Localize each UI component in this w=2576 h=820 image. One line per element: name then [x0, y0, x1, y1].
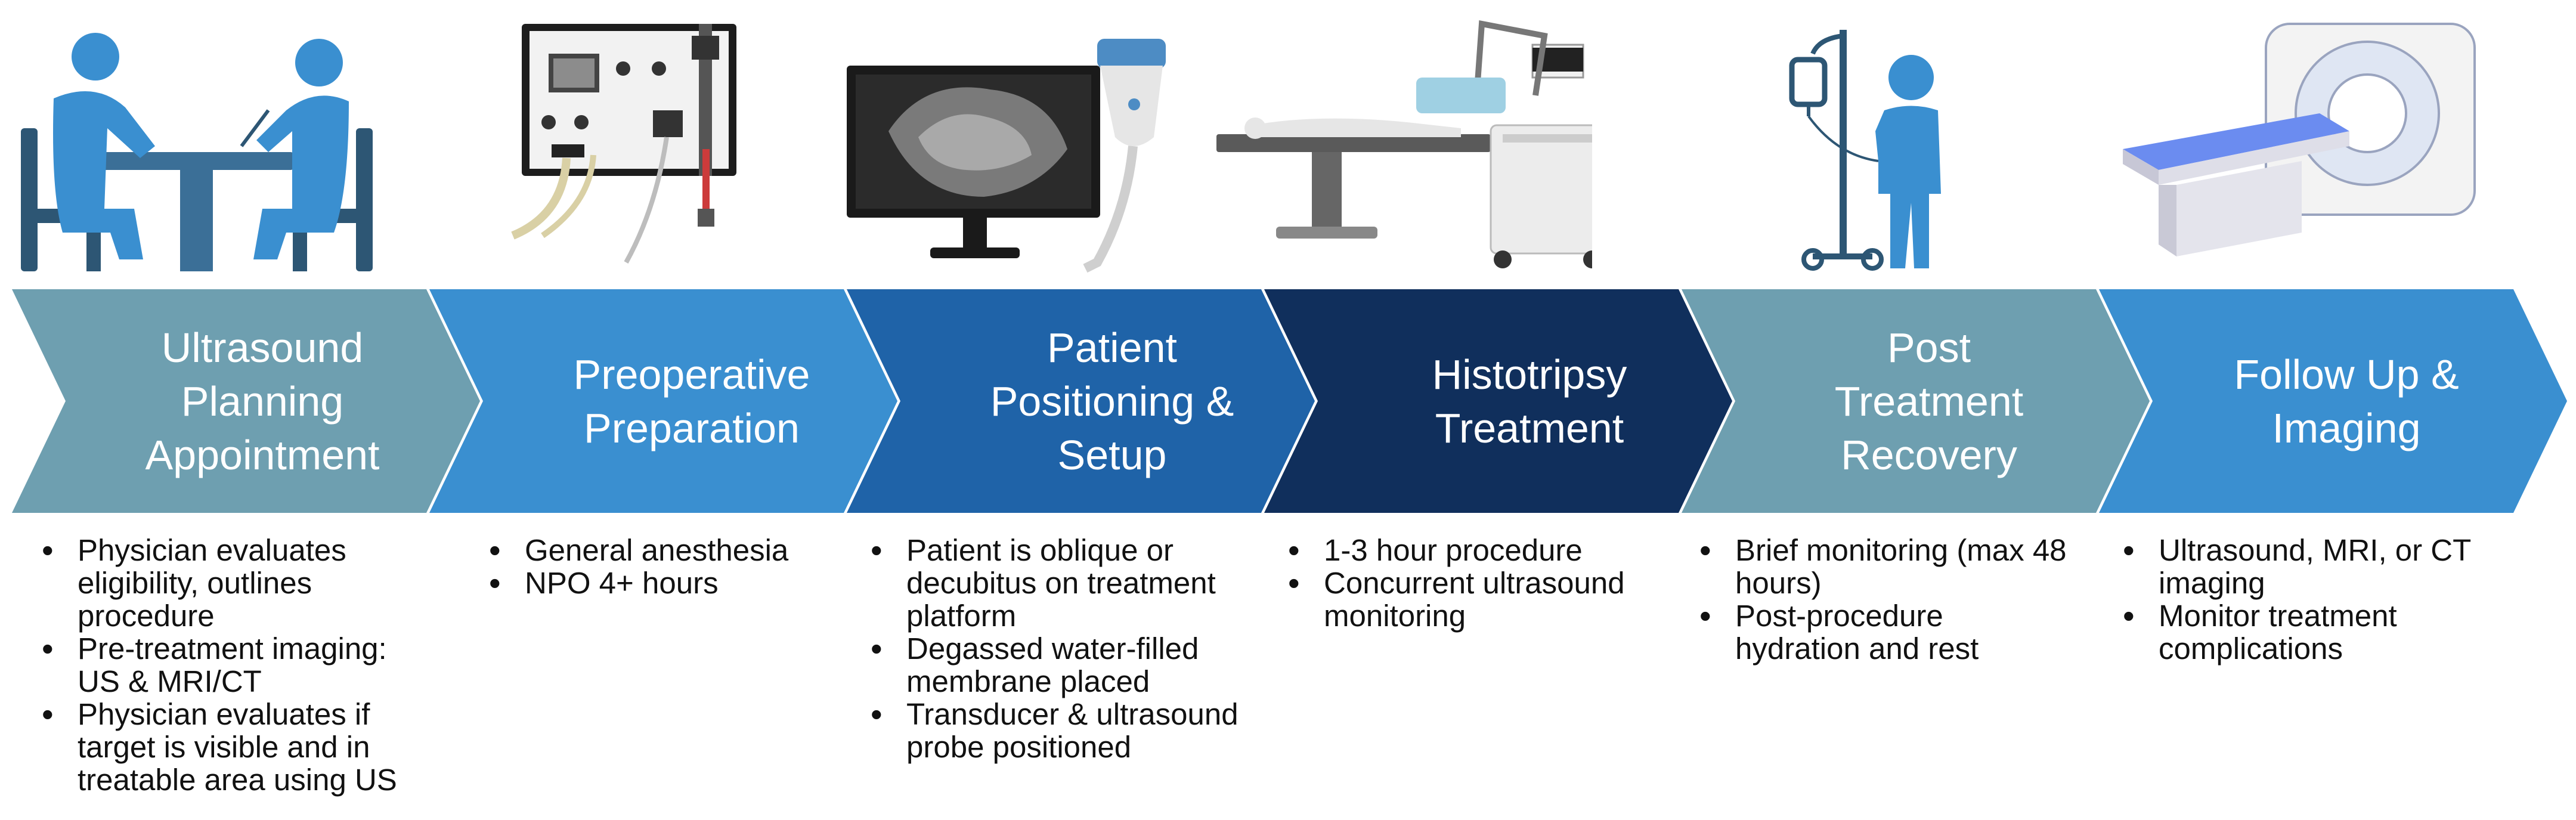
- bullet-item: Brief monitoring (max 48 hours): [1693, 534, 2075, 599]
- patient-iv-pole-icon: [1640, 12, 2021, 274]
- chevron-step-6: [2099, 289, 2567, 513]
- ultrasound-monitor-probe-icon: [835, 12, 1216, 274]
- step-details-2: General anesthesia NPO 4+ hours: [483, 534, 865, 599]
- bullet-item: Transducer & ultrasound probe positioned: [865, 698, 1246, 763]
- bullet-item: Physician evaluates eligibility, outline…: [36, 534, 417, 632]
- bullet-item: Post-procedure hydration and rest: [1693, 599, 2075, 665]
- chevron-step-5: [1682, 289, 2150, 513]
- chevron-step-4: [1264, 289, 1732, 513]
- chevron-step-2: [429, 289, 897, 513]
- chevron-step-3: [847, 289, 1315, 513]
- step-details-5: Brief monitoring (max 48 hours) Post-pro…: [1693, 534, 2075, 665]
- step-details-6: Ultrasound, MRI, or CT imaging Monitor t…: [2117, 534, 2498, 665]
- step-label-6: Follow Up & Imaging: [2234, 351, 2459, 451]
- step-details-3: Patient is oblique or decubitus on treat…: [865, 534, 1246, 763]
- step-label-4: Histotripsy Treatment: [1432, 351, 1627, 451]
- bullet-item: Concurrent ultrasound monitoring: [1282, 567, 1664, 632]
- bullet-item: Pre-treatment imaging: US & MRI/CT: [36, 632, 417, 698]
- chevron-step-1: [12, 289, 480, 513]
- bullet-item: Ultrasound, MRI, or CT imaging: [2117, 534, 2498, 599]
- bullet-item: 1-3 hour procedure: [1282, 534, 1664, 567]
- step-label-5: Post Treatment Recovery: [1834, 324, 2024, 478]
- bullet-item: Monitor treatment complications: [2117, 599, 2498, 665]
- step-label-2: Preoperative Preparation: [573, 351, 810, 451]
- bullet-item: Physician evaluates if target is visible…: [36, 698, 417, 796]
- bullet-item: Patient is oblique or decubitus on treat…: [865, 534, 1246, 632]
- process-flow: Ultrasound Planning Appointment Preopera…: [0, 289, 2576, 513]
- histotripsy-system-icon: [1210, 12, 1592, 274]
- ct-scanner-icon: [2111, 12, 2493, 274]
- step-details-4: 1-3 hour procedure Concurrent ultrasound…: [1282, 534, 1664, 632]
- bullet-item: Degassed water-filled membrane placed: [865, 632, 1246, 698]
- step-details-1: Physician evaluates eligibility, outline…: [36, 534, 417, 796]
- step-label-3: Patient Positioning & Setup: [990, 324, 1234, 478]
- physician-consultation-icon: [6, 12, 388, 274]
- step-label-1: Ultrasound Planning Appointment: [145, 324, 380, 478]
- bullet-item: General anesthesia: [483, 534, 865, 567]
- anesthesia-machine-icon: [477, 12, 859, 274]
- bullet-item: NPO 4+ hours: [483, 567, 865, 599]
- chevron-shapes: [12, 289, 2567, 513]
